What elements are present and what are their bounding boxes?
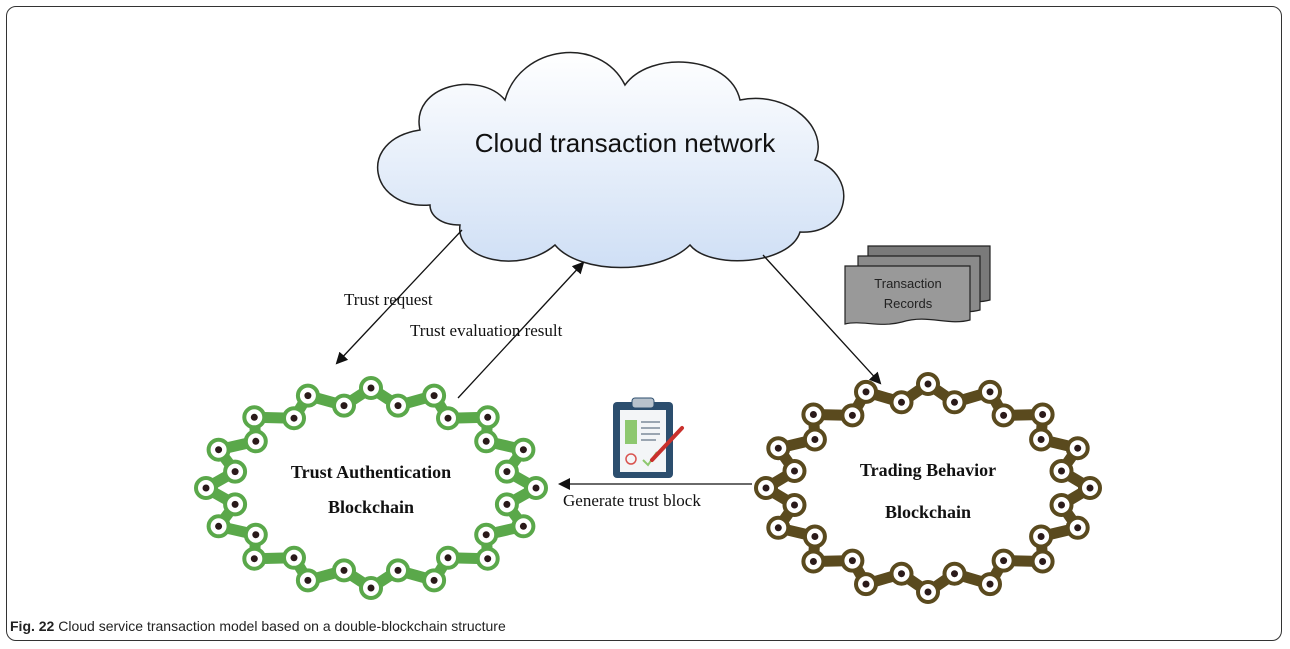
trust-chain-link-hole	[519, 446, 527, 454]
trading-chain-link-hole	[862, 388, 870, 396]
trading-chain-link-hole	[1039, 411, 1047, 418]
trust-chain-link-hole	[202, 484, 210, 492]
trust-chain-link-hole	[367, 584, 375, 592]
trading-chain-link-hole	[951, 570, 958, 578]
records-label-line2: Records	[884, 296, 933, 311]
trading-chain-link-hole	[1074, 444, 1082, 452]
trust-chain-link-hole	[484, 413, 492, 421]
trading-chain-link-hole	[1037, 533, 1045, 540]
trading-chain-link-hole	[898, 570, 905, 578]
trust-chain-link-hole	[290, 554, 298, 562]
trading-chain-link-hole	[1000, 557, 1008, 565]
trust-chain-link-hole	[503, 500, 511, 508]
trading-chain-link-hole	[809, 558, 817, 565]
trading-chain-link-hole	[1039, 558, 1047, 565]
trust-chain-link-hole	[290, 414, 298, 422]
trust-chain-link-hole	[250, 555, 258, 563]
arrow-to-trading-chain	[762, 254, 882, 385]
trading-chain-link-hole	[1058, 501, 1065, 509]
trading-chain-link-hole	[986, 388, 994, 396]
trust-chain-link-hole	[444, 414, 452, 422]
trading-chain-link-hole	[811, 436, 819, 443]
left-chain-label-line1: Trust Authentication	[291, 462, 451, 482]
trading-chain-link-hole	[1086, 484, 1094, 492]
arrow-trust-request	[335, 229, 463, 365]
trust-chain-link-hole	[340, 402, 348, 410]
records-label-line1: Transaction	[874, 276, 941, 291]
generate-block-label: Generate trust block	[563, 491, 701, 510]
trust-chain-link-hole	[484, 555, 492, 563]
trading-chain-link-hole	[811, 533, 819, 540]
trading-chain-link-hole	[848, 411, 856, 419]
trading-behavior-chain: Trading Behavior Blockchain	[754, 372, 1102, 604]
trust-chain-link-hole	[532, 484, 540, 492]
right-chain-label-line2: Blockchain	[885, 502, 971, 522]
clipboard-icon	[613, 397, 684, 478]
trust-chain-link-hole	[367, 384, 375, 392]
trust-chain-link-hole	[231, 500, 239, 508]
figure-frame	[6, 6, 1282, 641]
trust-chain-link-hole	[430, 392, 438, 400]
trust-chain-link-hole	[430, 576, 438, 584]
trust-chain-link-hole	[394, 402, 402, 410]
trust-chain-link-hole	[340, 566, 348, 574]
right-chain-label-line1: Trading Behavior	[860, 460, 996, 480]
trust-chain-link-hole	[394, 566, 402, 574]
transaction-records-icon: Transaction Records	[844, 245, 991, 325]
trust-chain-link-hole	[252, 531, 260, 539]
trading-chain-link-hole	[1074, 524, 1082, 532]
trust-chain-link-hole	[215, 446, 223, 454]
trading-chain-link-hole	[898, 398, 905, 406]
trading-chain-link-hole	[862, 580, 870, 588]
caption-number: Fig. 22	[10, 618, 55, 634]
trading-chain-link-hole	[986, 580, 994, 588]
trust-chain-link-hole	[215, 522, 223, 530]
cloud-shape	[376, 51, 845, 269]
trust-chain-link-hole	[519, 522, 527, 530]
trust-chain-link-hole	[304, 392, 312, 400]
left-chain-label-line2: Blockchain	[328, 497, 414, 517]
trust-evaluation-label: Trust evaluation result	[410, 321, 563, 340]
arrow-trust-evaluation	[457, 261, 585, 399]
trading-chain-link-hole	[774, 444, 782, 452]
trading-chain-link-hole	[791, 467, 798, 475]
trust-chain-link-hole	[304, 576, 312, 584]
trust-chain-link-hole	[482, 531, 490, 539]
trading-chain-link-hole	[951, 398, 958, 406]
trading-chain-link-hole	[1058, 467, 1065, 475]
trust-chain-link-hole	[444, 554, 452, 562]
trading-chain-link-hole	[762, 484, 770, 492]
trading-chain-link-hole	[1037, 436, 1045, 443]
figure-caption: Fig. 22 Cloud service transaction model …	[10, 618, 506, 634]
trust-chain-link-hole	[482, 437, 490, 445]
cloud-label: Cloud transaction network	[475, 128, 777, 158]
caption-text: Cloud service transaction model based on…	[58, 618, 506, 634]
trust-chain-link-hole	[252, 437, 260, 445]
trading-chain-link-hole	[924, 588, 932, 596]
trust-authentication-chain: Trust Authentication Blockchain	[194, 376, 548, 600]
trading-chain-link-hole	[791, 501, 798, 509]
trust-request-label: Trust request	[344, 290, 433, 309]
trading-chain-link-hole	[774, 524, 782, 532]
trading-chain-link-hole	[809, 411, 817, 418]
trading-chain-link-hole	[848, 557, 856, 565]
trust-chain-link-hole	[250, 413, 258, 421]
trust-chain-link-hole	[503, 468, 511, 476]
trading-chain-link-hole	[1000, 411, 1008, 419]
trading-chain-link-hole	[924, 380, 932, 388]
trust-chain-link-hole	[231, 468, 239, 476]
